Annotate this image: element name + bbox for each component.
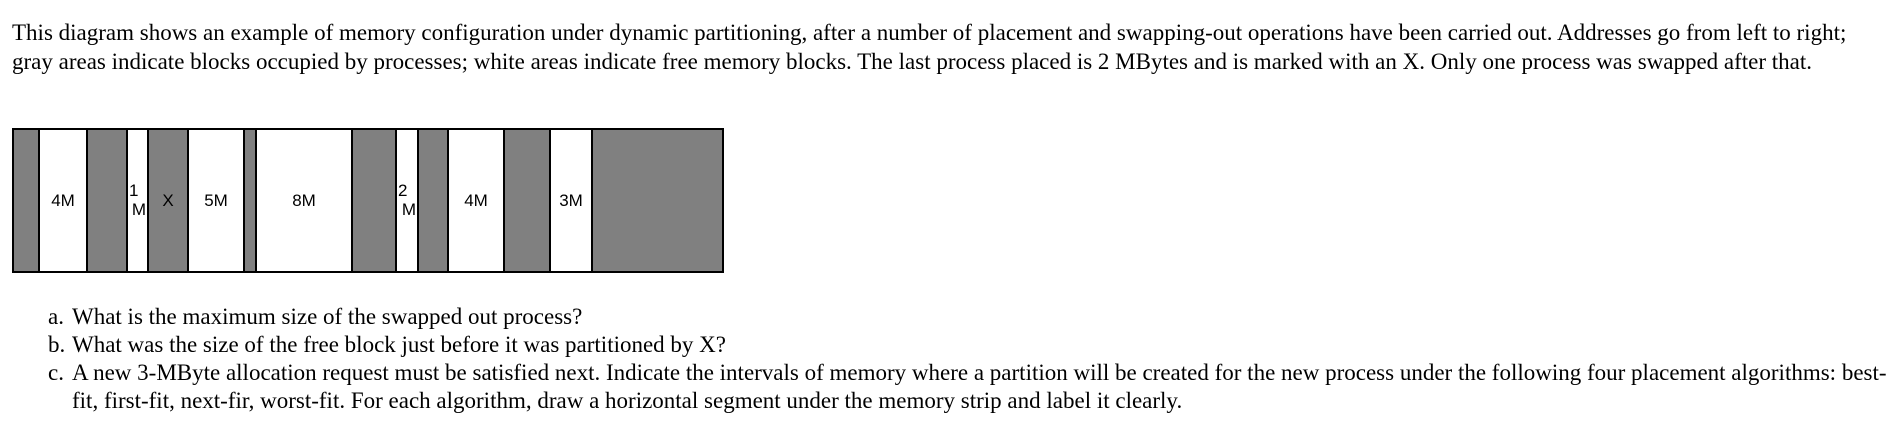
memory-block-free-2m: 2 M [395, 130, 417, 271]
memory-block-free-8m: 8M [255, 130, 351, 271]
question-b: b.What was the size of the free block ju… [48, 331, 1888, 359]
block-label: 4M [51, 190, 75, 210]
block-label: 4M [464, 190, 488, 210]
block-label: X [162, 190, 174, 210]
problem-intro: This diagram shows an example of memory … [12, 20, 1847, 74]
memory-block-free-1m: 1 M [126, 130, 147, 271]
memory-block-free-5m: 5M [187, 130, 243, 271]
memory-block-x: X [147, 130, 187, 271]
block-label: 5M [204, 190, 228, 210]
block-label-top: 1 [129, 180, 139, 200]
memory-block-free-4m-2: 4M [447, 130, 503, 271]
memory-block-used-2 [86, 130, 126, 271]
question-a: a. What is the maximum size of the swappe… [48, 303, 1888, 331]
memory-strip: 4M 1 M X 5M 8M 2 M 4M 3M [12, 128, 724, 273]
block-label-bottom: M [401, 199, 416, 219]
block-label: 3M [559, 190, 583, 210]
memory-block-used-6 [503, 130, 549, 271]
question-c: c. A new 3-MByte allocation request must … [48, 359, 1888, 415]
question-letter: b. [48, 332, 66, 357]
question-letter: c. [48, 360, 64, 385]
question-list: a. What is the maximum size of the swappe… [48, 303, 1888, 415]
memory-block-used-7 [591, 130, 722, 271]
question-text: A new 3-MByte allocation request must be… [72, 360, 1887, 413]
block-label-top: 2 [398, 180, 408, 200]
question-letter: a. [48, 304, 64, 329]
memory-block-used-3 [243, 130, 255, 271]
question-text: What is the maximum size of the swapped … [72, 304, 583, 329]
memory-block-used-1 [14, 130, 38, 271]
memory-block-free-4m: 4M [38, 130, 86, 271]
block-label-bottom: M [131, 199, 146, 219]
memory-block-free-3m: 3M [549, 130, 591, 271]
block-label: 8M [292, 190, 316, 210]
question-text: What was the size of the free block just… [72, 332, 726, 357]
memory-block-used-4 [351, 130, 395, 271]
memory-block-used-5 [417, 130, 447, 271]
